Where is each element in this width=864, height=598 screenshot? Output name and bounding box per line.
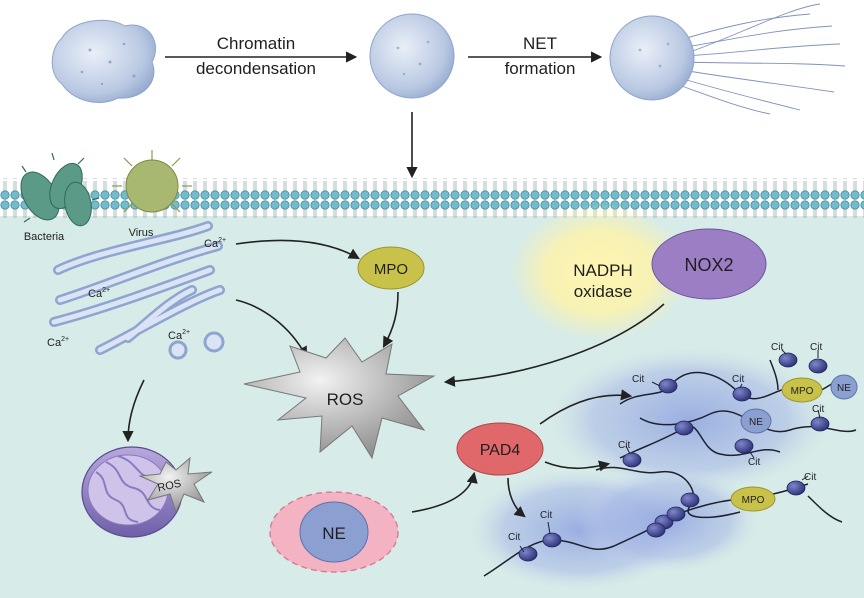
svg-text:Ca2+: Ca2+ [47, 336, 69, 349]
net-label-line2: formation [505, 59, 576, 78]
nadph-label-line2: oxidase [574, 282, 633, 301]
cit-8: Cit [508, 532, 520, 543]
arrow-ne-to-pad4 [411, 471, 478, 513]
cit-7: Cit [812, 404, 824, 415]
cit-10: Cit [804, 472, 816, 483]
net-ne-1-label: NE [837, 383, 851, 394]
net-label-line1: NET [523, 34, 557, 53]
ne-node [299, 501, 369, 563]
endoplasmic-reticulum [49, 221, 225, 360]
cit-1: Cit [632, 374, 644, 385]
svg-text:Ca2+: Ca2+ [168, 329, 190, 342]
citrulline-markers: Cit Cit Cit Cit Cit Cit Cit Cit Cit Cit [508, 342, 824, 553]
arrow-pad4-to-net-top [539, 389, 633, 425]
mpo-node [357, 246, 425, 290]
nucleosomes [518, 352, 830, 562]
virus-icon [112, 150, 192, 213]
cit-9: Cit [540, 510, 552, 521]
nadph-glow [510, 204, 690, 340]
svg-text:Ca2+: Ca2+ [204, 237, 226, 250]
nox2-label: NOX2 [684, 255, 733, 275]
net-mpo-1-label: MPO [791, 386, 814, 397]
ros-label: ROS [327, 390, 364, 409]
top-pathway: Chromatin decondensation NET formation [51, 3, 846, 179]
pad4-node [456, 422, 544, 476]
nox2-node [651, 228, 767, 300]
arrow-mpo-to-ros [382, 291, 399, 348]
mito-ros-burst [138, 456, 213, 514]
calcium-label-2: Ca2+ [88, 287, 110, 300]
net-ne-1 [830, 374, 858, 400]
net-ne-2 [740, 408, 772, 434]
decondensed-cell [369, 13, 455, 99]
pad4-label: PAD4 [480, 442, 521, 459]
calcium-label-3: Ca2+ [47, 336, 69, 349]
net-mpo-1 [781, 377, 823, 403]
calcium-label-4: Ca2+ [168, 329, 190, 342]
virus-label: Virus [129, 227, 154, 239]
ros-burst [243, 337, 436, 460]
bacteria-icon [20, 152, 100, 227]
arrow-nox2-to-ros [443, 303, 665, 387]
mitochondrion [81, 446, 183, 538]
arrow-er-to-mito [122, 379, 145, 443]
cit-5: Cit [618, 440, 630, 451]
net-mpo-2-label: MPO [742, 495, 765, 506]
resting-neutrophil-cell [51, 19, 157, 103]
cit-6: Cit [748, 457, 760, 468]
cit-3: Cit [771, 342, 783, 353]
net-releasing-cell [609, 3, 846, 115]
mpo-label: MPO [374, 261, 408, 278]
calcium-label-1: Ca2+ [204, 237, 226, 250]
net-mpo-2 [730, 486, 776, 512]
ne-label: NE [322, 524, 346, 543]
nadph-label-line1: NADPH [573, 261, 633, 280]
arrow-pad4-to-net-bottom [507, 477, 526, 518]
chromatin-label-line2: decondensation [196, 59, 316, 78]
net-ne-2-label: NE [749, 417, 763, 428]
arrow-er-to-mpo [235, 239, 360, 260]
chromatin-label-line1: Chromatin [217, 34, 295, 53]
mito-ros-label: ROS [156, 478, 182, 495]
svg-text:Ca2+: Ca2+ [88, 287, 110, 300]
cit-4: Cit [810, 342, 822, 353]
arrow-er-to-ros [235, 299, 308, 358]
arrow-pad4-to-net-mid [544, 460, 611, 472]
cit-2: Cit [732, 374, 744, 385]
bacteria-label: Bacteria [24, 231, 65, 243]
